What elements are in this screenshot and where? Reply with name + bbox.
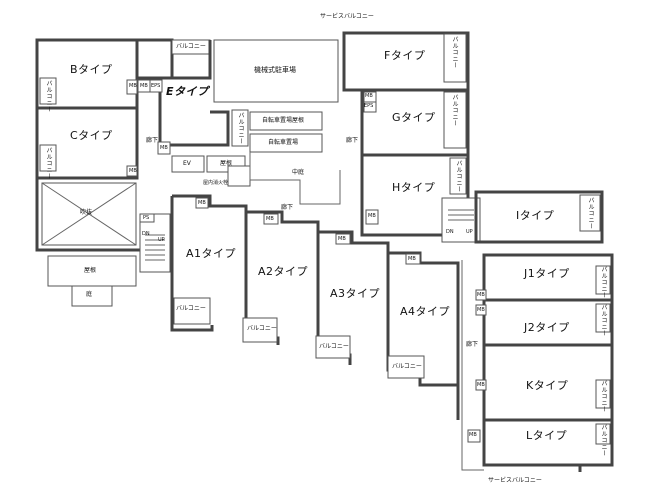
ps-label: PS xyxy=(143,215,150,221)
parking-label: 機械式駐車場 xyxy=(254,66,296,74)
mb-l-label: MB xyxy=(469,432,477,438)
bike-roof-label: 自転車置場屋根 xyxy=(262,117,305,124)
mb-a2-label: MB xyxy=(266,216,274,222)
unit-g-label: Gタイプ xyxy=(392,111,436,124)
courtyard-label: 中庭 xyxy=(292,169,305,176)
balcony-c-label: バルコニー xyxy=(45,147,52,180)
mb-j1-label: MB xyxy=(477,292,485,298)
unit-f-label: Fタイプ xyxy=(384,49,426,62)
balcony-b-label: バルコニー xyxy=(45,80,52,113)
hydrant-label: 屋内消火栓 xyxy=(203,180,229,186)
balcony-k-label: バルコニー xyxy=(600,380,607,413)
bike-label: 自転車置場 xyxy=(268,139,299,146)
dn-left-label: DN xyxy=(142,231,150,237)
elevator-label: EV xyxy=(183,160,191,167)
fukinuke-label: 吹抜 xyxy=(80,209,93,216)
mb-a1-label: MB xyxy=(198,200,206,206)
balcony-h-label: バルコニー xyxy=(455,160,462,193)
corridor-center-label: 廊下 xyxy=(281,204,294,211)
balcony-f-label: バルコニー xyxy=(451,36,458,69)
mb-k-label: MB xyxy=(477,382,485,388)
up-right-label: UP xyxy=(466,229,473,235)
unit-a2-label: A2タイプ xyxy=(258,265,309,278)
mb-g-label: MB xyxy=(365,93,373,99)
mb-a3-label: MB xyxy=(338,236,346,242)
dn-right-label: DN xyxy=(446,229,454,235)
balcony-a4-label: バルコニー xyxy=(392,363,422,370)
balcony-l-label: バルコニー xyxy=(600,424,607,457)
roof-left-label: 屋根 xyxy=(84,267,97,274)
balcony-a2-label: バルコニー xyxy=(247,325,277,332)
garden-label: 庭 xyxy=(86,291,93,298)
unit-a1-label: A1タイプ xyxy=(186,247,237,260)
unit-c-label: Cタイプ xyxy=(70,129,113,142)
balcony-i-label: バルコニー xyxy=(587,197,594,230)
balcony-g-label: バルコニー xyxy=(451,94,458,127)
mb-h-label: MB xyxy=(368,213,376,219)
mb-e2-label: MB xyxy=(160,145,168,151)
service-balcony-bottom-label: サービスバルコニー xyxy=(488,477,542,484)
mb-b-label: MB xyxy=(129,83,137,89)
balcony-j1-label: バルコニー xyxy=(600,266,607,299)
mb-a4-label: MB xyxy=(408,256,416,262)
up-left-label: UP xyxy=(158,237,165,243)
balcony-a1-label: バルコニー xyxy=(176,305,206,312)
unit-i-label: Iタイプ xyxy=(516,209,555,222)
eps-g-label: EPS xyxy=(364,103,374,109)
unit-a4-label: A4タイプ xyxy=(400,305,451,318)
unit-h-label: Hタイプ xyxy=(392,181,436,194)
balcony-j2-label: バルコニー xyxy=(600,304,607,337)
unit-b-label: Bタイプ xyxy=(70,63,113,76)
service-balcony-top-label: サービスバルコニー xyxy=(320,13,374,20)
unit-a3-label: A3タイプ xyxy=(330,287,381,300)
balcony-e-label: バルコニー xyxy=(176,43,206,50)
balcony-a3-label: バルコニー xyxy=(319,343,349,350)
unit-l-label: Lタイプ xyxy=(526,429,568,442)
roof-center-label: 屋根 xyxy=(220,160,233,167)
corridor-right-label: 廊下 xyxy=(466,341,479,348)
unit-k-label: Kタイプ xyxy=(526,379,569,392)
mb-j2-label: MB xyxy=(477,307,485,313)
unit-j1-label: J1タイプ xyxy=(524,267,570,280)
mb-c-label: MB xyxy=(129,168,137,174)
unit-j2-label: J2タイプ xyxy=(524,321,570,334)
unit-e-label: Eタイプ xyxy=(166,85,209,98)
eps-e-label: EPS xyxy=(151,83,161,89)
corridor-g-label: 廊下 xyxy=(346,137,359,144)
corridor-e-label: 廊下 xyxy=(146,137,159,144)
balcony-e2-label: バルコニー xyxy=(237,112,244,145)
mb-e1-label: MB xyxy=(140,83,148,89)
